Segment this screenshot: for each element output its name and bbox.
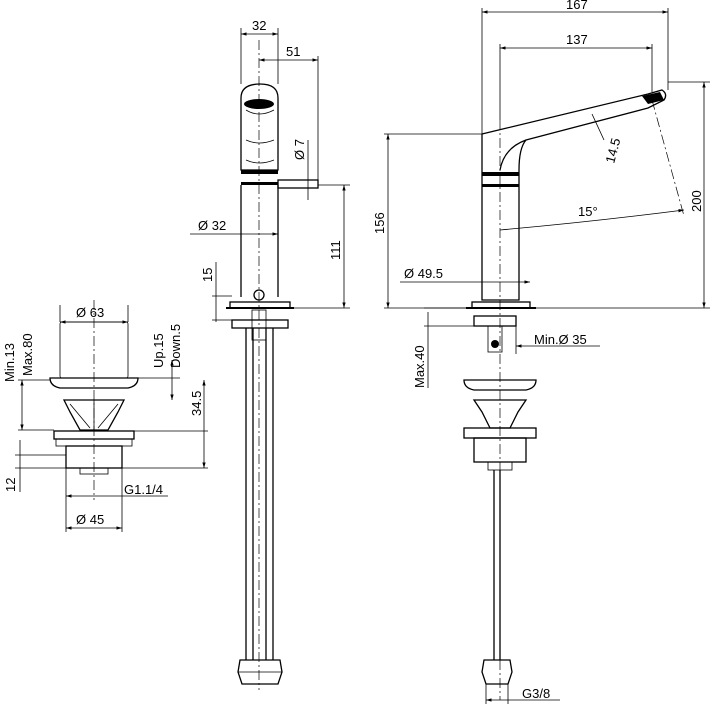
side-dim-spout-thickness: 14.5 [602,136,623,164]
front-lever [277,179,319,189]
waste-dim-down: Down.5 [168,324,183,368]
front-dim-lever-diameter: Ø 7 [292,139,307,160]
waste-dim-cap-diameter: Ø 63 [76,305,104,320]
waste-cap-flange [49,377,139,389]
side-dim-base-diameter: Ø 49.5 [404,266,443,281]
waste-dim-up: Up.15 [151,333,166,368]
waste-dim-thread: G1.1/4 [124,482,163,497]
side-view: 15° 167 137 14.5 156 200 Ø 49.5 Max.40 [372,0,710,704]
front-head [240,83,279,171]
front-dim-height: 111 [328,240,343,260]
side-dim-max-deck: Max.40 [412,345,427,388]
front-dim-lever-reach: 51 [286,44,300,59]
side-dim-thread: G3/8 [522,686,550,701]
waste-dim-height: 34.5 [189,391,204,416]
side-dim-overall-length: 167 [566,0,588,12]
side-waste-cap [463,379,537,391]
front-dim-base: 15 [200,268,215,282]
side-spout [481,89,667,171]
front-dim-top-width: 32 [252,18,266,33]
side-dim-spout-reach: 137 [566,32,588,47]
waste-cross [62,399,126,431]
side-dim-min-hole: Min.Ø 35 [534,332,587,347]
front-dim-body-diameter: Ø 32 [198,218,226,233]
waste-dim-body-diameter: Ø 45 [76,512,104,527]
waste-dim-thread-height: 12 [3,478,18,492]
side-dim-height-spout: 156 [372,212,387,234]
side-body [481,134,527,301]
waste-view: Ø 63 Min.13 Max.80 Up.15 Down.5 34.5 12 … [2,300,208,532]
front-view: 32 51 Ø 7 111 Ø 32 15 [190,18,350,690]
side-dim-height-total: 200 [689,190,704,212]
waste-dim-min: Min.13 [2,343,17,382]
waste-dim-max: Max.80 [20,333,35,376]
side-dim-angle: 15° [578,204,598,219]
